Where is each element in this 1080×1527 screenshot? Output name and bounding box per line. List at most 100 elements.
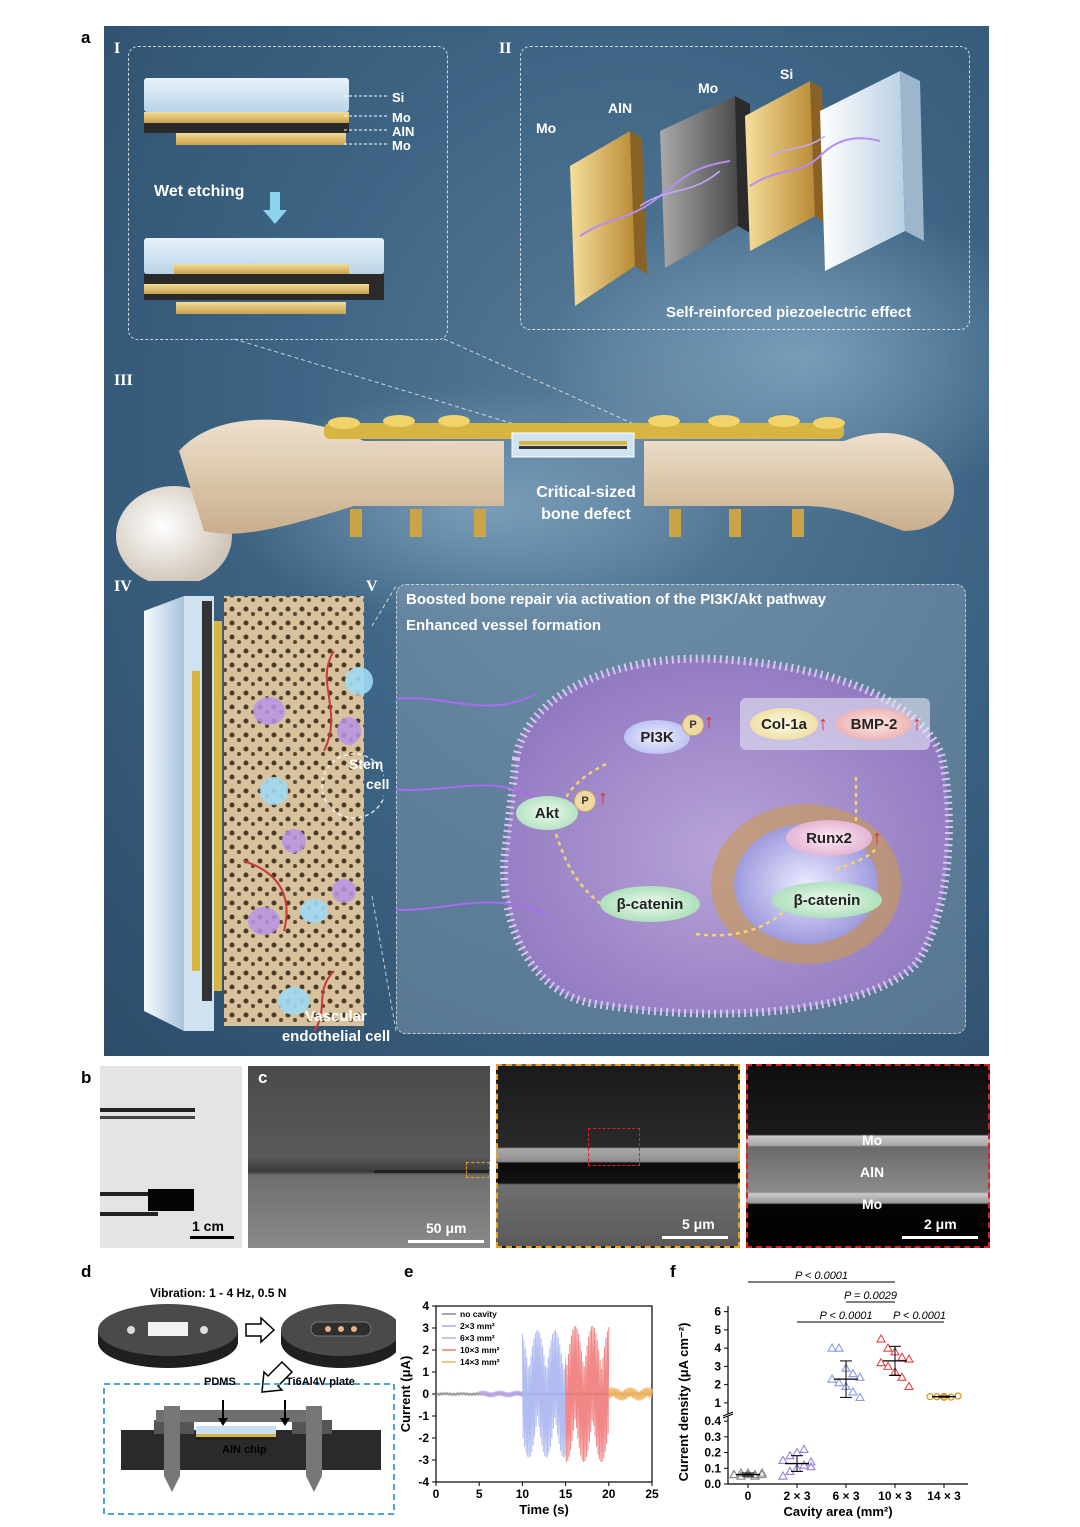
layer-label-aln: AlN [392, 124, 415, 139]
beta-catenin-cytoplasm-node: β-catenin [600, 886, 700, 922]
y-tick-label: 2 [422, 1343, 429, 1357]
layer-label-mo-top: Mo [862, 1132, 883, 1148]
sem-image-overview: 50 μm [248, 1066, 490, 1248]
tweezer-top-lower [100, 1116, 195, 1119]
y-axis-label: Current (μA) [398, 1356, 413, 1433]
exploded-label-mo-right: Mo [698, 80, 719, 96]
up-arrow-icon: ↑ [912, 713, 922, 735]
scale-label-c2: 5 μm [682, 1216, 715, 1232]
pi3k-node: PI3K [624, 720, 690, 754]
x-tick-label: 15 [559, 1487, 573, 1501]
implant-cross-section [144, 596, 384, 1031]
panel-label-c: c [258, 1068, 268, 1087]
data-point [834, 1377, 844, 1387]
mo-layer-bottom [176, 133, 346, 145]
enhanced-vessel-text: Enhanced vessel formation [406, 617, 602, 634]
data-point [876, 1357, 886, 1367]
mo-layer-etched-mid [144, 284, 369, 294]
scale-bar-b [190, 1236, 234, 1239]
up-arrow-icon: ↑ [872, 827, 882, 849]
y-tick-label: 2 [714, 1378, 721, 1392]
x-axis-label: Time (s) [519, 1502, 569, 1517]
y-tick-label: 1 [714, 1396, 721, 1410]
stem-cell-label-line2: cell [366, 776, 390, 792]
aln-chip-label: AlN chip [222, 1444, 267, 1456]
exploded-label-mo-left: Mo [536, 120, 557, 136]
y-tick-label: 6 [714, 1305, 721, 1319]
y-tick-label: 0.3 [704, 1430, 721, 1444]
data-point [778, 1455, 788, 1464]
series-trace [478, 1390, 523, 1398]
akt-node: Akt [516, 796, 578, 830]
y-tick-label: -3 [418, 1453, 429, 1467]
y-tick-label: 0.2 [704, 1446, 721, 1460]
beta-catenin-nucleus-node: β-catenin [772, 882, 882, 918]
zoom-box-orange [466, 1162, 490, 1178]
phospho-badge-pi3k: P [682, 714, 704, 736]
vascular-label-line1: Vascular [305, 1008, 367, 1025]
defect-label-line2: bone defect [541, 506, 631, 523]
y-tick-label: -1 [418, 1409, 429, 1423]
exploded-view-box [520, 46, 970, 330]
vibration-label: Vibration: 1 - 4 Hz, 0.5 N [150, 1286, 287, 1300]
data-point [883, 1361, 893, 1370]
up-arrow-icon: ↑ [704, 711, 714, 733]
roman-label-ii: II [499, 40, 512, 57]
self-reinforced-label: Self-reinforced piezoelectric effect [666, 304, 912, 321]
data-point [799, 1444, 809, 1453]
layer-label-mo-bottom: Mo [862, 1196, 883, 1212]
roman-label-i: I [114, 40, 121, 57]
zoom-box-red [588, 1128, 640, 1166]
panel-label-f: f [670, 1262, 676, 1281]
layer-pointer-lines [344, 95, 389, 145]
x-tick-label: 0 [433, 1487, 440, 1501]
significance-label: P < 0.0001 [893, 1310, 946, 1322]
layer-schematic-box [128, 46, 448, 340]
data-point [806, 1456, 816, 1466]
data-point [883, 1343, 893, 1352]
data-point [827, 1343, 837, 1352]
layer-label-mo-2: Mo [392, 138, 411, 153]
si-layer [144, 78, 349, 112]
x-tick-label: 10 × 3 [878, 1489, 912, 1503]
chip-cross-section-line [374, 1170, 490, 1173]
mo-layer-etched-bottom [176, 302, 346, 314]
data-point [785, 1450, 795, 1460]
data-point [904, 1381, 914, 1391]
axis-break-mark [722, 1413, 734, 1419]
x-axis-label: Cavity area (mm²) [783, 1504, 892, 1519]
x-tick-label: 25 [645, 1487, 659, 1501]
mo-layer-top [144, 112, 349, 123]
data-point [806, 1461, 816, 1471]
scale-label-c1: 50 μm [426, 1220, 467, 1236]
cell-illustration [396, 654, 953, 1018]
panel-label-b: b [81, 1068, 92, 1087]
roman-label-iii: III [114, 372, 133, 389]
runx2-node: Runx2 [786, 820, 872, 856]
panel-label-e: e [404, 1262, 414, 1281]
data-point [848, 1386, 858, 1396]
data-point [736, 1471, 746, 1480]
series-trace [608, 1387, 653, 1401]
up-arrow-icon: ↑ [818, 713, 828, 735]
scale-bar-c3 [902, 1236, 978, 1239]
boosted-repair-text: Boosted bone repair via activation of th… [406, 591, 827, 608]
scale-bar-c1 [408, 1240, 484, 1243]
data-point [799, 1460, 809, 1469]
x-tick-label: 20 [602, 1487, 616, 1501]
y-tick-label: 1 [422, 1365, 429, 1379]
col1a-node: Col-1a [750, 708, 818, 740]
x-tick-label: 5 [476, 1487, 483, 1501]
phospho-badge-akt: P [574, 790, 596, 812]
data-point [757, 1467, 767, 1477]
up-arrow-icon: ↑ [598, 787, 608, 809]
y-tick-label: 3 [422, 1321, 429, 1335]
x-tick-label: 14 × 3 [927, 1489, 961, 1503]
schematic-panel: I Si Mo AlN Mo Wet etching II [104, 26, 989, 1056]
down-arrow-shaft [270, 192, 280, 212]
x-tick-label: 2 × 3 [783, 1489, 810, 1503]
data-point [904, 1353, 914, 1363]
layer-label-si: Si [392, 90, 405, 105]
significance-label: P = 0.0029 [844, 1290, 897, 1302]
